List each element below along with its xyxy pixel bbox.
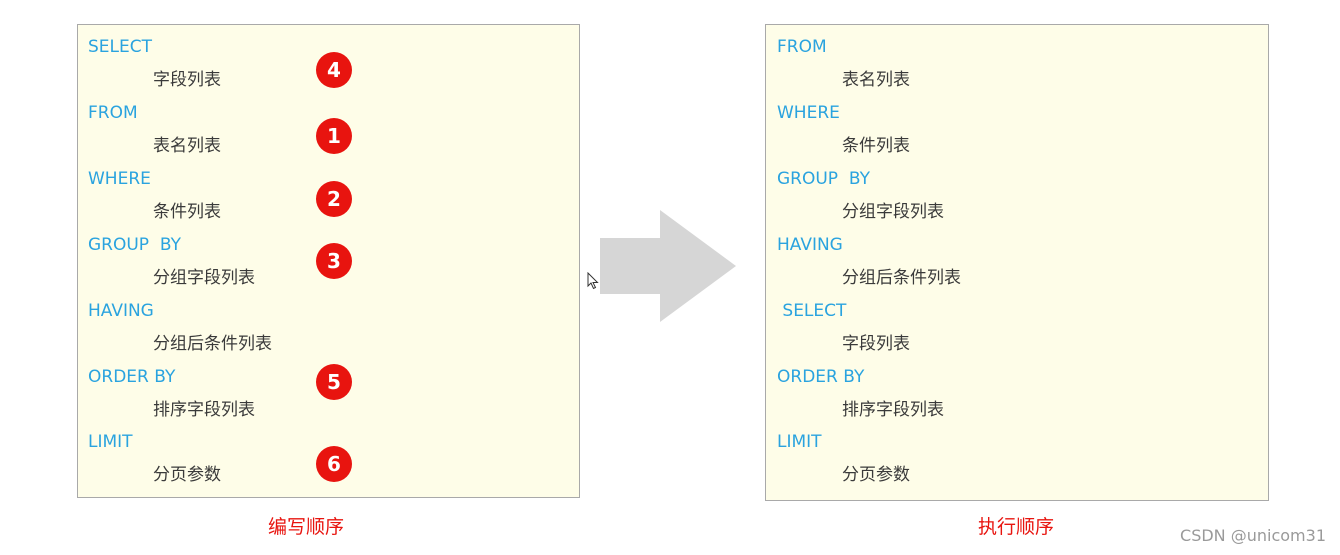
exec-detail-order-by: 排序字段列表 [842,400,944,420]
keyword-where: WHERE [88,169,151,189]
exec-detail-from: 表名列表 [842,70,910,90]
exec-keyword-from: FROM [777,37,827,57]
exec-keyword-limit: LIMIT [777,432,822,452]
order-badge-where: 2 [316,181,352,217]
exec-detail-select: 字段列表 [842,334,910,354]
execution-order-caption: 执行顺序 [978,516,1055,538]
keyword-group-by: GROUP BY [88,235,181,255]
mouse-cursor-icon [587,272,599,290]
exec-detail-group-by: 分组字段列表 [842,202,944,222]
detail-having: 分组后条件列表 [153,334,272,354]
order-badge-group-by: 3 [316,243,352,279]
exec-keyword-order-by: ORDER BY [777,367,865,387]
keyword-order-by: ORDER BY [88,367,176,387]
detail-from: 表名列表 [153,136,221,156]
exec-detail-limit: 分页参数 [842,465,910,485]
detail-limit: 分页参数 [153,465,221,485]
detail-group-by: 分组字段列表 [153,268,255,288]
order-badge-from: 1 [316,118,352,154]
order-badge-select: 4 [316,52,352,88]
exec-keyword-group-by: GROUP BY [777,169,870,189]
exec-keyword-select: SELECT [777,301,847,321]
exec-keyword-having: HAVING [777,235,843,255]
order-badge-order-by: 5 [316,364,352,400]
keyword-limit: LIMIT [88,432,133,452]
writing-order-caption: 编写顺序 [268,516,345,538]
watermark: CSDN @unicom31 [1180,526,1326,545]
exec-keyword-where: WHERE [777,103,840,123]
order-badge-limit: 6 [316,446,352,482]
keyword-having: HAVING [88,301,154,321]
exec-detail-having: 分组后条件列表 [842,268,961,288]
execution-order-panel: FROM 表名列表 WHERE 条件列表 GROUP BY 分组字段列表 HAV… [765,24,1269,501]
keyword-from: FROM [88,103,138,123]
writing-order-panel: SELECT 字段列表 4 FROM 表名列表 1 WHERE 条件列表 2 G… [77,24,580,498]
keyword-select: SELECT [88,37,152,57]
detail-where: 条件列表 [153,202,221,222]
right-arrow-icon [600,210,736,322]
detail-order-by: 排序字段列表 [153,400,255,420]
detail-select: 字段列表 [153,70,221,90]
exec-detail-where: 条件列表 [842,136,910,156]
